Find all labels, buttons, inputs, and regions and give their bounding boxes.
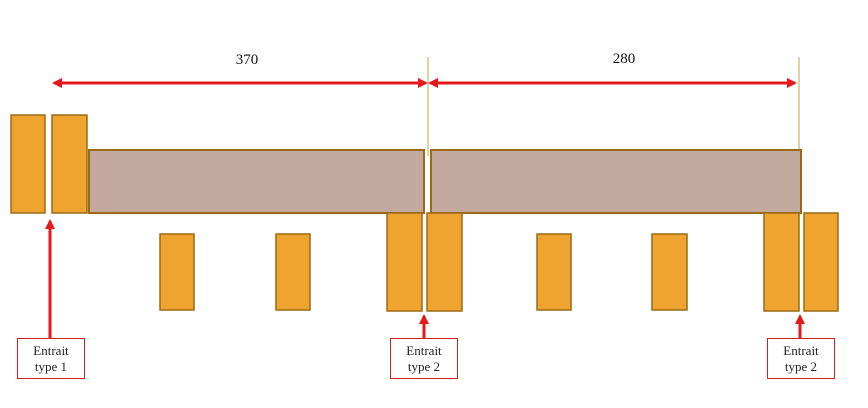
dimension-label-span-1: 370 <box>236 52 259 68</box>
label-entrait-type-2-right: Entrait type 2 <box>767 338 835 379</box>
label-entrait-type-1: Entrait type 1 <box>17 338 85 379</box>
label-line-1: Entrait <box>783 342 819 358</box>
beam-span-1 <box>88 149 425 214</box>
support-block <box>159 233 195 311</box>
support-block <box>275 233 311 311</box>
dimension-label-span-2: 280 <box>613 51 636 67</box>
joint-block <box>803 212 839 312</box>
joint-block <box>426 212 463 312</box>
post-block <box>51 114 88 214</box>
joint-block <box>763 212 800 312</box>
label-line-2: type 1 <box>34 358 68 374</box>
joint-block <box>386 212 423 312</box>
label-line-1: Entrait <box>33 342 69 358</box>
label-line-2: type 2 <box>784 358 818 374</box>
label-entrait-type-2-middle: Entrait type 2 <box>390 338 458 379</box>
support-block <box>651 233 688 311</box>
beam-span-2 <box>430 149 802 214</box>
support-block <box>536 233 572 311</box>
label-line-1: Entrait <box>406 342 442 358</box>
label-line-2: type 2 <box>407 358 441 374</box>
post-block <box>10 114 46 214</box>
